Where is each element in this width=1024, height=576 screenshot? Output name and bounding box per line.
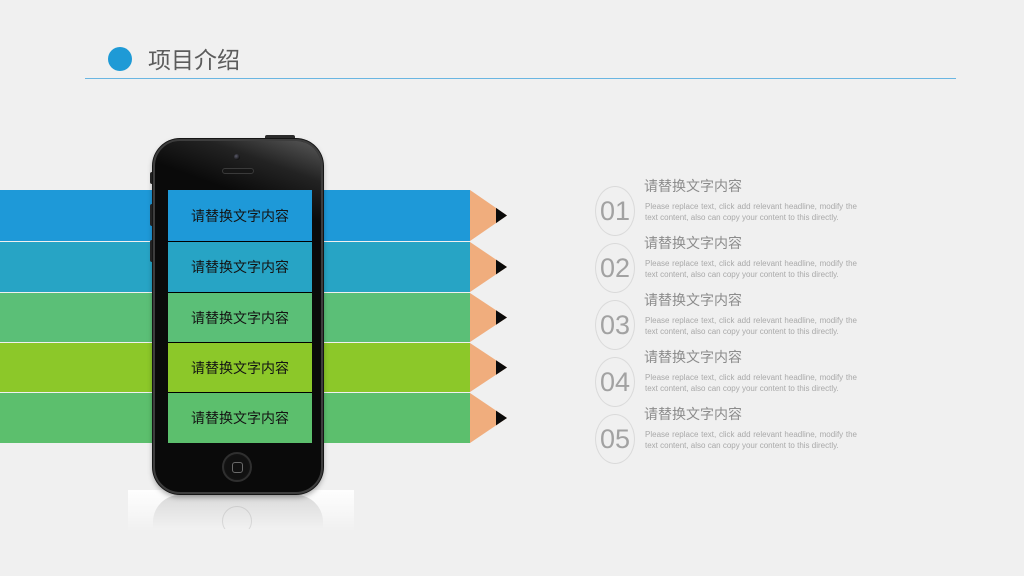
list-item: 04 请替换文字内容 Please replace text, click ad… [590,347,870,407]
item-description: Please replace text, click add relevant … [645,202,857,222]
title-divider [85,78,956,79]
screen-label: 请替换文字内容 [191,207,289,224]
pencil-wood [470,343,507,392]
page-title: 项目介绍 [148,47,240,73]
item-title: 请替换文字内容 [644,349,742,365]
home-square-icon [231,461,243,473]
pencil-tip [470,242,507,292]
pencil-tip [470,393,507,443]
pencil-tip [470,343,507,392]
item-number: 01 [599,196,631,226]
pencil-wood [470,190,507,241]
smartphone-icon: 请替换文字内容 请替换文字内容 请替换文字内容 请替换文字内容 请替换文字内容 [153,139,323,494]
phone-volume-down [150,240,155,262]
item-number: 03 [599,310,631,340]
phone-reflection [153,495,323,529]
list-item: 05 请替换文字内容 Please replace text, click ad… [590,404,870,464]
screen-label: 请替换文字内容 [191,410,289,426]
screen-segment-5: 请替换文字内容 [168,393,312,443]
item-title: 请替换文字内容 [644,292,742,308]
item-number: 02 [599,253,631,283]
screen-segment-1: 请替换文字内容 [168,190,312,241]
phone-home-button [222,452,252,482]
reflection-home-button [222,506,252,529]
pencil-wood [470,293,507,342]
phone-volume-up [150,204,155,226]
item-number: 04 [599,367,631,397]
phone-mute-switch [150,172,155,184]
item-title: 请替换文字内容 [644,406,742,422]
pencil-tip [470,190,507,241]
list-item: 03 请替换文字内容 Please replace text, click ad… [590,290,870,350]
pencil-lead [496,310,507,325]
item-title: 请替换文字内容 [644,178,742,194]
phone-screen: 请替换文字内容 请替换文字内容 请替换文字内容 请替换文字内容 请替换文字内容 [168,190,312,443]
phone-power-button [265,135,295,141]
screen-segment-4: 请替换文字内容 [168,343,312,392]
phone-speaker [222,168,254,174]
screen-segment-3: 请替换文字内容 [168,293,312,342]
item-number: 05 [599,424,631,454]
number-circle: 03 [595,300,635,350]
item-title: 请替换文字内容 [644,235,742,251]
screen-segment-2: 请替换文字内容 [168,242,312,292]
list-item: 02 请替换文字内容 Please replace text, click ad… [590,233,870,293]
number-circle: 01 [595,186,635,236]
item-description: Please replace text, click add relevant … [645,259,857,279]
pencil-tip [470,293,507,342]
pencil-lead [496,259,507,275]
item-description: Please replace text, click add relevant … [645,316,857,336]
list-item: 01 请替换文字内容 Please replace text, click ad… [590,176,870,236]
pencil-lead [496,410,507,426]
pencil-wood [470,393,507,443]
screen-label: 请替换文字内容 [191,359,289,376]
circle-bullet-icon [108,47,132,71]
item-description: Please replace text, click add relevant … [645,430,857,450]
pencil-lead [496,207,507,224]
number-circle: 05 [595,414,635,464]
number-circle: 04 [595,357,635,407]
phone-camera [234,154,240,160]
pencil-lead [496,360,507,375]
item-description: Please replace text, click add relevant … [645,373,857,393]
number-circle: 02 [595,243,635,293]
screen-label: 请替换文字内容 [191,259,289,275]
screen-label: 请替换文字内容 [191,309,289,326]
pencil-wood [470,242,507,292]
